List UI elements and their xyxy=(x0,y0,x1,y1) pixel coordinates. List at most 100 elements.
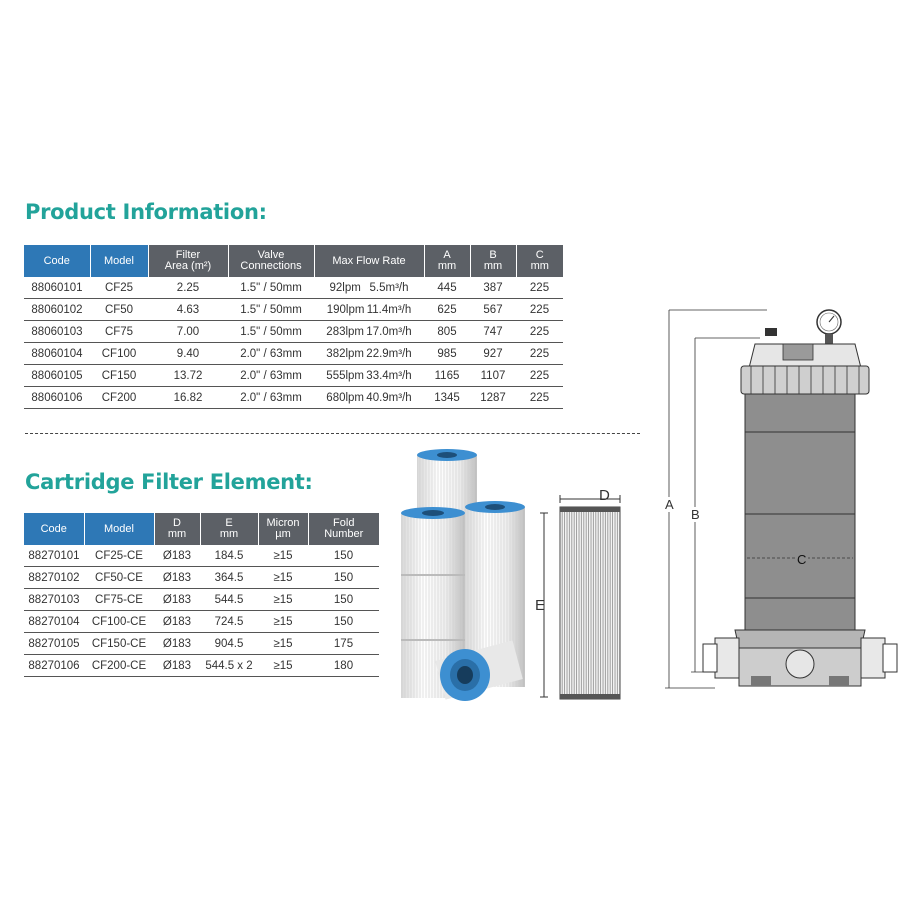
col-flow: Max Flow Rate xyxy=(313,245,424,277)
table-cell: Ø183 xyxy=(154,610,200,633)
table-cell: Ø183 xyxy=(154,654,200,677)
table-cell: 567 xyxy=(470,298,516,321)
table-cell: 88060105 xyxy=(24,364,90,387)
col-model: Model xyxy=(89,245,148,277)
table-cell: 13.72 xyxy=(148,364,228,387)
table-cell: 88270104 xyxy=(24,610,84,633)
table-cell: 544.5 x 2 xyxy=(200,654,258,677)
table-cell: 225 xyxy=(516,320,563,343)
table-cell: 88060103 xyxy=(24,320,90,343)
table-cell: 88270106 xyxy=(24,654,84,677)
table-cell: ≥15 xyxy=(258,566,308,589)
table-cell: 2.0" / 63mm xyxy=(228,364,314,387)
table-cell: CF50 xyxy=(90,298,148,321)
table-cell: 9.40 xyxy=(148,342,228,365)
cartridge-small xyxy=(435,640,523,701)
filter-housing-drawing xyxy=(665,309,898,689)
table-cell: 88060101 xyxy=(24,277,90,299)
table-cell: 4.63 xyxy=(148,298,228,321)
table-cell: 150 xyxy=(308,545,379,567)
section-divider xyxy=(25,433,640,434)
table-cell: ≥15 xyxy=(258,545,308,567)
label-c: C xyxy=(795,552,809,567)
table-cell: CF150-CE xyxy=(84,632,154,655)
table-cell: 175 xyxy=(308,632,379,655)
table-cell: 88060102 xyxy=(24,298,90,321)
label-e: E xyxy=(535,597,546,614)
table-cell: 88060104 xyxy=(24,342,90,365)
table-cell: ≥15 xyxy=(258,610,308,633)
table-cell: 88270105 xyxy=(24,632,84,655)
table-cell: 2.25 xyxy=(148,277,228,299)
table-cell: 225 xyxy=(516,277,563,299)
table-cell: 1.5" / 50mm xyxy=(228,320,314,343)
cartridge-photo xyxy=(401,449,525,701)
table-cell: 7.00 xyxy=(148,320,228,343)
table-cell: 904.5 xyxy=(200,632,258,655)
table-cell: 1345 xyxy=(424,386,470,409)
table-cell: 625 xyxy=(424,298,470,321)
table-cell: 225 xyxy=(516,342,563,365)
table-cell: 985 xyxy=(424,342,470,365)
table-cell: 445 xyxy=(424,277,470,299)
table-cell: ≥15 xyxy=(258,588,308,611)
col-code: Code xyxy=(24,245,90,277)
table-cell: ≥15 xyxy=(258,632,308,655)
table-cell: 387 xyxy=(470,277,516,299)
label-b: B xyxy=(691,507,700,522)
table-cell: 225 xyxy=(516,298,563,321)
col-model: Model xyxy=(83,513,154,545)
table-cell: CF200-CE xyxy=(84,654,154,677)
table-cell: CF100-CE xyxy=(84,610,154,633)
table-cell: 805 xyxy=(424,320,470,343)
table-cell: CF100 xyxy=(90,342,148,365)
table-cell: 16.82 xyxy=(148,386,228,409)
table-cell: 927 xyxy=(470,342,516,365)
table-cell: 150 xyxy=(308,610,379,633)
table-cell: 88060106 xyxy=(24,386,90,409)
table-cell: 88270101 xyxy=(24,545,84,567)
table-cell: 180 xyxy=(308,654,379,677)
table-cell: 2.0" / 63mm xyxy=(228,342,314,365)
table-cell: 2.0" / 63mm xyxy=(228,386,314,409)
table-cell: 747 xyxy=(470,320,516,343)
cartridge-dimension-drawing xyxy=(540,495,621,700)
table-cell: 1.5" / 50mm xyxy=(228,298,314,321)
label-a: A xyxy=(665,497,674,512)
table-cell: 150 xyxy=(308,566,379,589)
table-cell: 150 xyxy=(308,588,379,611)
table-cell: 1107 xyxy=(470,364,516,387)
table-cell: 544.5 xyxy=(200,588,258,611)
table-cell: 88270102 xyxy=(24,566,84,589)
table-cell: Ø183 xyxy=(154,632,200,655)
table-cell: 1287 xyxy=(470,386,516,409)
table-cell: CF75 xyxy=(90,320,148,343)
